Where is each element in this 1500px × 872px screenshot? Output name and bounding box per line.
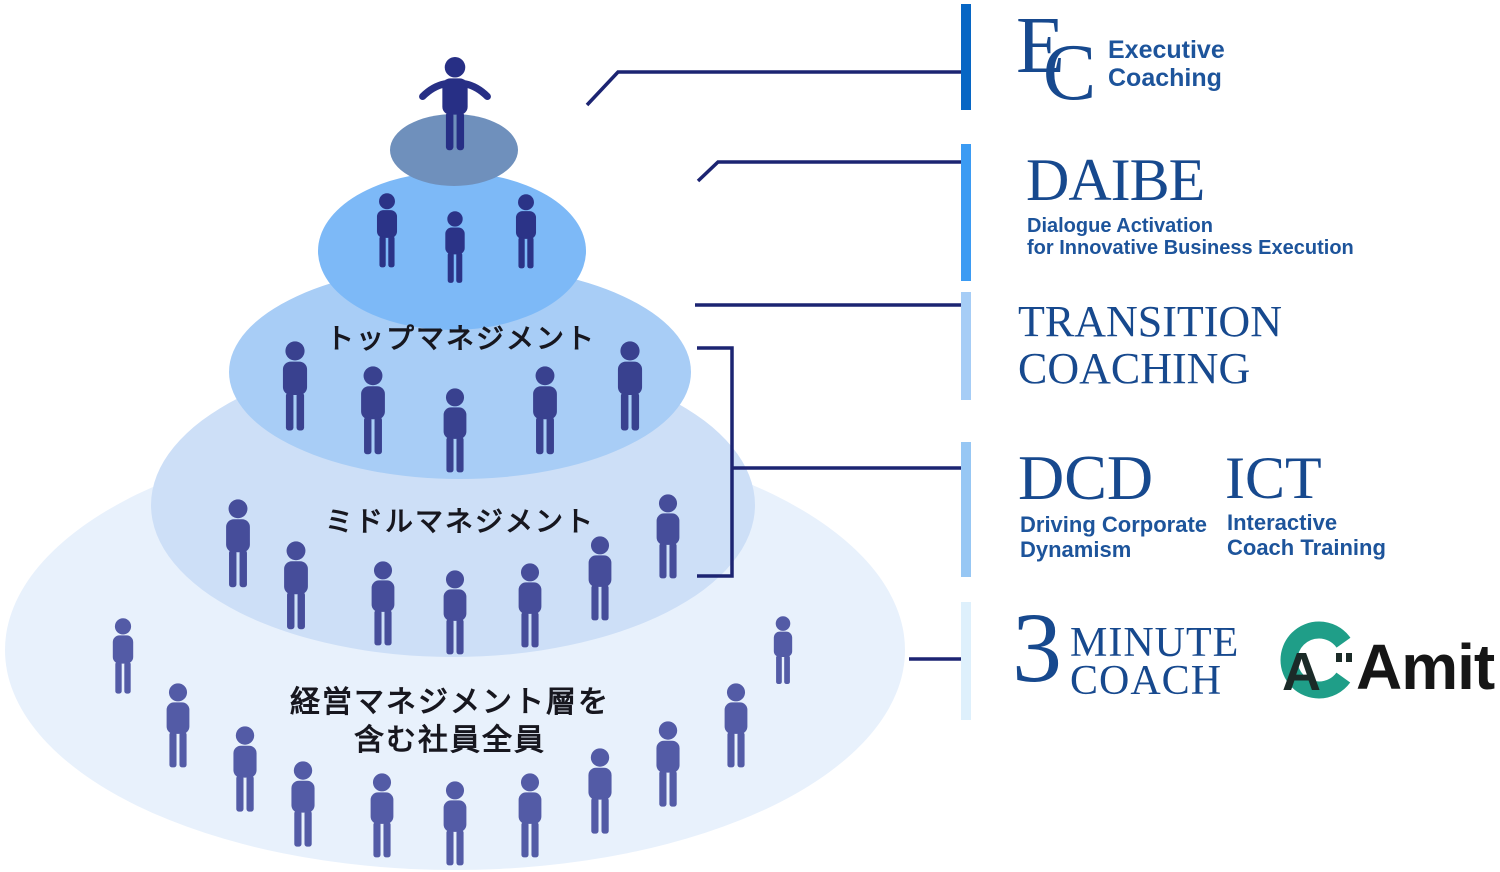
ec-letter-e: E xyxy=(1016,2,1065,90)
ict-subtitle-line2: Coach Training xyxy=(1227,535,1386,560)
ec-name-line1: Executive xyxy=(1108,36,1225,64)
tier5-label: 経営マネジメント層を 含む社員全員 xyxy=(250,684,650,760)
dcd-subtitle-line2: Dynamism xyxy=(1020,537,1132,562)
ec-name: Executive Coaching xyxy=(1108,36,1225,92)
daibe-subtitle-line2: for Innovative Business Execution xyxy=(1027,237,1354,259)
daibe-subtitle-line1: Dialogue Activation xyxy=(1027,215,1213,237)
minute-line: MINUTE xyxy=(1070,620,1240,666)
minute-coach-lines: MINUTE COACH xyxy=(1070,620,1240,704)
legend-bar-transition xyxy=(961,292,971,400)
three-minute-coach-wordmark: 3 MINUTE COACH xyxy=(1012,592,1240,704)
logo-crescent xyxy=(1280,621,1358,699)
ict-subtitle: Interactive Coach Training xyxy=(1227,510,1386,560)
connector-lines xyxy=(585,70,961,661)
connector-daibe xyxy=(696,160,961,183)
tier-ellipse-top-management xyxy=(229,265,691,479)
transition-line1: TRANSITION xyxy=(1018,297,1282,346)
tier5-label-line2: 含む社員全員 xyxy=(354,723,546,758)
dcd-subtitle-line1: Driving Corporate xyxy=(1020,512,1208,537)
logo-mark-letter: A xyxy=(1282,642,1321,702)
transition-line2: COACHING xyxy=(1018,344,1251,393)
tier4-label: ミドルマネジメント xyxy=(324,505,595,538)
connector-bracket xyxy=(697,346,734,578)
logo-detail xyxy=(1336,653,1342,662)
daibe-wordmark: DAIBE xyxy=(1026,147,1205,213)
dcd-wordmark: DCD xyxy=(1018,442,1154,513)
connector-ec xyxy=(585,70,961,107)
coach-line: COACH xyxy=(1070,658,1223,704)
tier3-label: トップマネジメント xyxy=(325,322,596,355)
legend-bar-daibe xyxy=(961,144,971,281)
ict-subtitle-line1: Interactive xyxy=(1227,510,1338,535)
three-number: 3 xyxy=(1012,592,1062,703)
ec-name-line2: Coaching xyxy=(1108,64,1222,92)
logo-detail xyxy=(1346,653,1352,662)
tier5-label-line1: 経営マネジメント層を xyxy=(290,685,610,720)
logo-text: Amit xyxy=(1356,631,1495,703)
daibe-subtitle: Dialogue Activation for Innovative Busin… xyxy=(1027,215,1354,259)
coach-a-logo: A xyxy=(1280,621,1358,702)
program-ec: EC xyxy=(1016,2,1096,113)
legend-bar-dcd-ict xyxy=(961,442,971,577)
ict-wordmark: ICT xyxy=(1225,445,1322,511)
legend-bars xyxy=(961,4,971,720)
tier-ellipse-executive xyxy=(390,114,518,186)
dcd-subtitle: Driving Corporate Dynamism xyxy=(1020,512,1207,562)
legend-bar-ec xyxy=(961,4,971,110)
legend-bar-three-minute xyxy=(961,602,971,720)
transition-coaching-wordmark: TRANSITION COACHING xyxy=(1018,298,1282,392)
ec-letter-c: C xyxy=(1042,29,1097,117)
